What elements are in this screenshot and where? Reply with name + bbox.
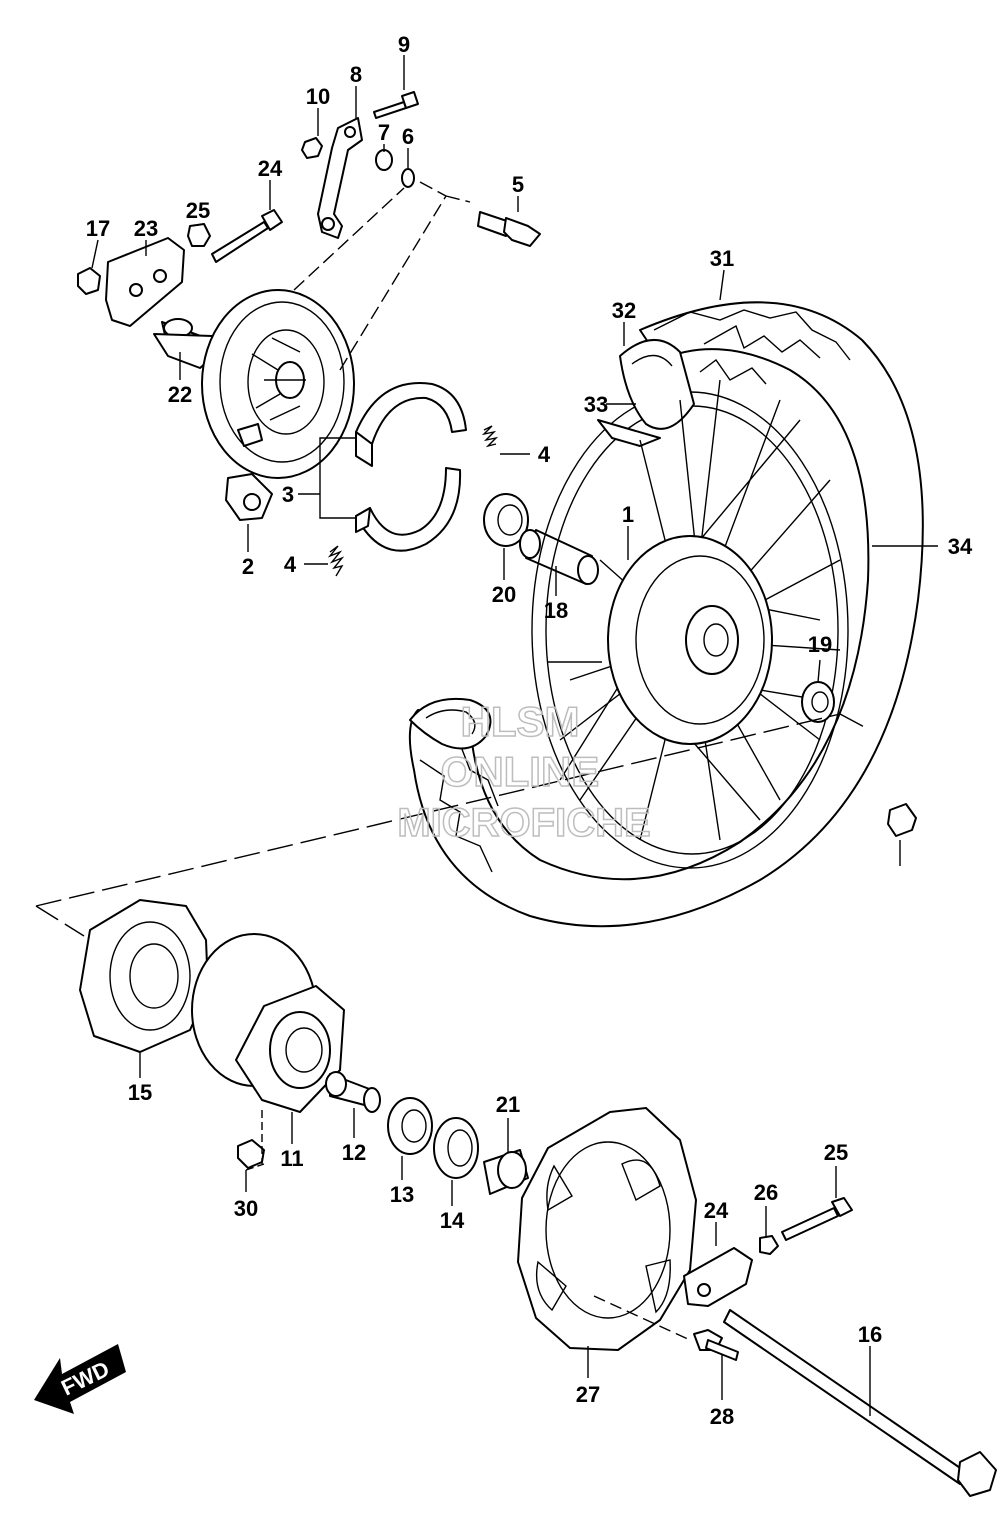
o-ring-6 xyxy=(401,168,415,188)
callout-20: 20 xyxy=(492,582,516,607)
callout-10: 10 xyxy=(306,84,330,109)
callout-1: 1 xyxy=(622,502,634,527)
callout-8: 8 xyxy=(350,62,362,87)
callout-31: 33 xyxy=(584,392,608,417)
callout-4-upper: 4 xyxy=(538,442,551,467)
callout-21: 21 xyxy=(496,1092,520,1117)
bearing-19 xyxy=(801,681,835,723)
bearing-13 xyxy=(387,1097,433,1155)
callout-17: 17 xyxy=(86,216,110,241)
callout-15: 15 xyxy=(128,1080,152,1105)
brake-cam-shaft-5 xyxy=(477,211,541,247)
callout-24-bottom: 25 xyxy=(824,1140,848,1165)
callout-7: 7 xyxy=(378,120,390,145)
sprocket-26 xyxy=(517,1107,697,1351)
callout-27: 28 xyxy=(710,1404,734,1429)
bolt-27 xyxy=(693,1329,739,1361)
callout-23-bottom: 24 xyxy=(704,1198,729,1223)
callout-9: 9 xyxy=(398,32,410,57)
callout-29: 31 xyxy=(710,246,734,271)
callout-30: 32 xyxy=(612,298,636,323)
callout-24-top: 24 xyxy=(258,156,283,181)
brake-panel-2 xyxy=(201,289,355,521)
oil-seal-14 xyxy=(433,1117,479,1179)
tube-30 xyxy=(619,338,695,430)
watermark-line-1: HLSM xyxy=(461,698,580,745)
nut-17 xyxy=(77,267,101,295)
tire-29 xyxy=(408,301,924,928)
fwd-arrow-icon xyxy=(34,1344,126,1414)
callout-25-bottom: 26 xyxy=(754,1180,778,1205)
watermark-line-3: MICROFICHE xyxy=(397,801,650,845)
brake-shoes-3 xyxy=(355,382,467,552)
callout-13: 13 xyxy=(390,1182,414,1207)
nut-10 xyxy=(301,137,323,159)
callout-16: 16 xyxy=(858,1322,882,1347)
callout-2: 2 xyxy=(242,554,254,579)
callout-23-top: 23 xyxy=(134,216,158,241)
watermark: HLSM ONLINE MICROFICHE xyxy=(397,697,652,846)
hub-1 xyxy=(607,535,773,745)
callout-22: 22 xyxy=(168,382,192,407)
callout-3: 3 xyxy=(282,482,294,507)
callout-12: 12 xyxy=(342,1140,366,1165)
callout-19: 19 xyxy=(808,632,832,657)
brake-cam-lever xyxy=(317,117,363,239)
nut-25-top xyxy=(187,223,211,247)
fwd-direction-badge: FWD xyxy=(34,1344,126,1414)
callout-14: 14 xyxy=(440,1208,465,1233)
callout-25-top: 25 xyxy=(186,198,210,223)
sprocket-drum-11 xyxy=(191,933,345,1113)
bearing-20 xyxy=(483,493,529,547)
spacer-12 xyxy=(325,1071,381,1113)
valve-nut-34 xyxy=(887,803,917,837)
watermark-line-2: ONLINE xyxy=(441,748,600,795)
wheel-damper-15 xyxy=(79,899,209,1053)
chain-adjuster-23-top xyxy=(105,237,185,327)
callout-32: 34 xyxy=(948,534,973,559)
callout-11: 11 xyxy=(280,1146,303,1171)
bolt-9 xyxy=(373,91,419,119)
tire-bead-section xyxy=(409,697,492,750)
leader-lines xyxy=(35,55,938,1416)
callout-26: 27 xyxy=(576,1382,600,1407)
callout-6: 6 xyxy=(402,124,414,149)
callout-28: 30 xyxy=(234,1196,258,1221)
callout-5: 5 xyxy=(512,172,524,197)
rim-band-31 xyxy=(597,419,661,447)
chain-adjuster-23-bottom xyxy=(683,1247,753,1307)
callout-18: 18 xyxy=(544,598,568,623)
spacer-21 xyxy=(483,1149,529,1195)
bolt-24-top xyxy=(211,209,283,263)
spring-4-lower xyxy=(327,545,345,577)
washer-7 xyxy=(375,149,393,171)
callout-labels: 9 8 10 7 6 5 24 25 17 23 22 2 3 4 4 20 1… xyxy=(86,32,973,1429)
nut-25-bottom xyxy=(759,1235,779,1255)
spacer-22 xyxy=(153,318,217,369)
callout-4-lower: 4 xyxy=(284,552,297,577)
spring-4-upper xyxy=(481,425,499,448)
axle-16 xyxy=(723,1309,997,1497)
nut-28 xyxy=(237,1139,265,1169)
bolt-24-bottom xyxy=(781,1197,853,1241)
